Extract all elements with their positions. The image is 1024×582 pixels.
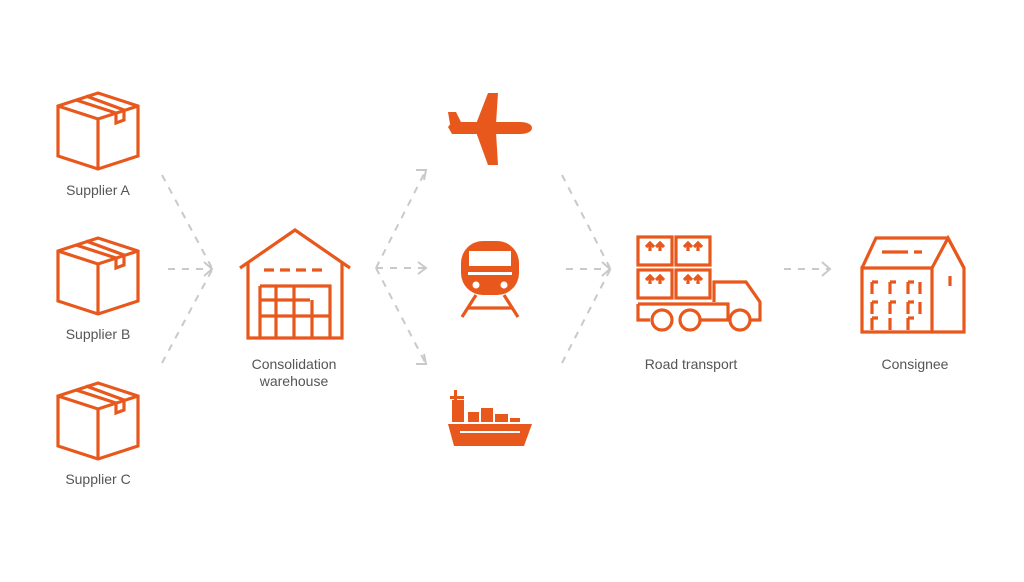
connector-supplier-c (161, 269, 213, 364)
connector-supplier-a (161, 174, 213, 269)
supplier-b-label: Supplier B (65, 326, 131, 342)
connector-from-air (561, 174, 611, 269)
arrowhead-air (416, 169, 428, 181)
building-icon (860, 234, 966, 334)
consolidation-label-line1: Consolidation (251, 356, 337, 372)
airplane-icon (448, 93, 532, 165)
road-transport-label: Road transport (644, 356, 738, 372)
arrowhead-consignee (821, 261, 832, 277)
truck-icon (636, 235, 762, 332)
connector-to-sea (375, 267, 427, 365)
connector-from-sea (561, 269, 611, 364)
box-icon (56, 91, 140, 171)
warehouse-icon (239, 228, 351, 340)
connector-to-air (375, 169, 427, 269)
box-icon (56, 236, 140, 316)
consignee-label: Consignee (881, 356, 949, 372)
arrowhead-road (601, 261, 612, 277)
arrowhead-sea (416, 353, 428, 365)
connectors (161, 169, 832, 365)
train-icon (460, 241, 520, 318)
supplier-a-label: Supplier A (66, 182, 130, 198)
consolidation-warehouse-label: Consolidation warehouse (214, 356, 374, 390)
ship-icon (448, 390, 532, 446)
consolidation-label-line2: warehouse (259, 373, 329, 389)
supplier-c-label: Supplier C (65, 471, 131, 487)
arrowhead-rail (417, 261, 428, 275)
box-icon (56, 381, 140, 461)
arrowhead-consolidation (203, 261, 214, 277)
